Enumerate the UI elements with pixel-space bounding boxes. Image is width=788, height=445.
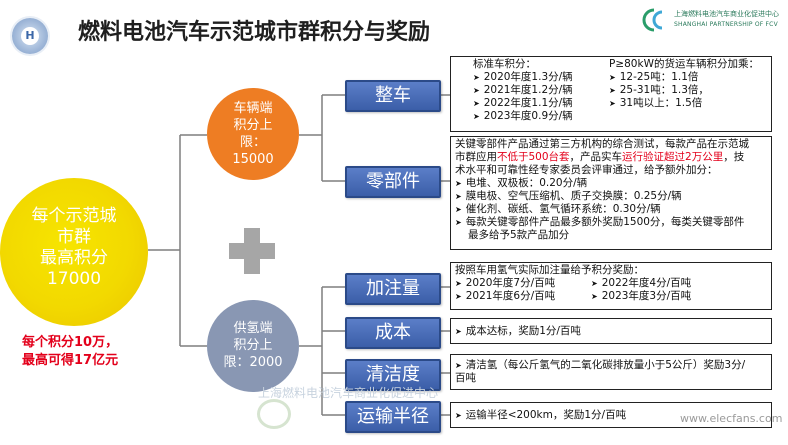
page-title: 燃料电池汽车示范城市群积分与奖励 <box>78 20 431 45</box>
vehicle-line-1: 车辆端 <box>233 101 273 116</box>
watermark-text: 上海燃料电池汽车商业化促进中心 <box>258 386 439 400</box>
vehicle-bracket <box>299 94 345 182</box>
total-line-1: 每个示范城 <box>31 206 117 226</box>
list-item: ➤31吨以上：1.5倍 <box>609 97 703 109</box>
bullet-icon: ➤ <box>591 279 598 288</box>
bullet-icon: ➤ <box>591 292 598 301</box>
vehicle-info-box: 标准车积分： ➤2020年度1.3分/辆 ➤2021年度1.2分/辆 ➤2022… <box>450 56 772 132</box>
reward-note-line-1: 每个积分10万， <box>22 335 119 350</box>
list-item: ➤膜电极、空气压缩机、质子交换膜：0.25分/辆 <box>455 190 682 202</box>
parts-para-2: 市群应用不低于500台套，产品实车运行验证超过2万公里，技 <box>455 151 745 163</box>
bullet-icon: ➤ <box>609 73 616 82</box>
refuel-right-column: ➤2022年度4分/百吨 ➤2023年度3分/百吨 <box>591 277 691 303</box>
bullet-icon: ➤ <box>455 179 462 188</box>
bullet-icon: ➤ <box>473 73 480 82</box>
bullet-icon: ➤ <box>455 218 462 227</box>
organization-logo: H <box>12 18 48 54</box>
list-item: ➤25-31吨：1.3倍， <box>609 84 709 96</box>
parts-para-1: 关键零部件产品通过第三方机构的综合测试，每款产品在示范城 <box>455 138 749 150</box>
bullet-icon: ➤ <box>455 361 462 370</box>
list-item: ➤2021年度1.2分/辆 <box>473 84 573 96</box>
parts-threshold-units: 不低于500台套 <box>497 151 570 163</box>
list-item: 最多给予5款产品加分 <box>468 229 570 241</box>
refuel-left-column: ➤2020年度7分/百吨 ➤2021年度6分/百吨 <box>455 277 555 303</box>
category-parts: 零部件 <box>345 166 441 198</box>
vehicle-line-3: 限： <box>239 135 266 150</box>
watermark-logo-icon <box>257 399 291 429</box>
total-points-circle: 每个示范城 市群 最高积分 17000 <box>0 178 148 326</box>
category-transport: 运输半径 <box>345 401 441 433</box>
bullet-icon: ➤ <box>609 99 616 108</box>
hydrogen-bracket <box>299 286 345 416</box>
list-item: ➤12-25吨：1.1倍 <box>609 71 699 83</box>
vehicle-points-circle: 车辆端 积分上 限： 15000 <box>207 88 299 180</box>
main-bracket <box>148 134 207 347</box>
parts-threshold-distance: 运行验证超过2万公里 <box>622 151 724 163</box>
category-vehicle: 整车 <box>345 80 441 112</box>
bullet-icon: ➤ <box>455 192 462 201</box>
clean-continuation: 百吨 <box>455 372 476 384</box>
bullet-icon: ➤ <box>455 292 462 301</box>
list-item: ➤2023年度3分/百吨 <box>591 290 692 302</box>
logo-letter: H <box>21 27 39 45</box>
vehicle-right-header: P≥80kW的货运车辆积分加乘： <box>609 58 759 70</box>
reward-note-line-2: 最高可得17亿元 <box>22 353 119 368</box>
bullet-icon: ➤ <box>455 279 462 288</box>
brand-logo: 上海燃料电池汽车商业化促进中心 SHANGHAI PARTNERSHIP OF … <box>640 6 780 34</box>
hydrogen-line-1: 供氢端 <box>233 321 273 336</box>
total-line-3: 最高积分 <box>40 248 108 268</box>
category-refuel: 加注量 <box>345 273 441 305</box>
bullet-icon: ➤ <box>609 86 616 95</box>
bullet-icon: ➤ <box>455 205 462 214</box>
hydrogen-line-2: 积分上 <box>233 338 273 353</box>
vehicle-line-2: 积分上 <box>233 118 273 133</box>
transport-info-box: ➤运输半径<200km，奖励1分/百吨 <box>450 402 772 428</box>
total-line-2: 市群 <box>57 227 91 247</box>
cost-info-box: ➤成本达标，奖励1分/百吨 <box>450 318 772 344</box>
parts-info-box: 关键零部件产品通过第三方机构的综合测试，每款产品在示范城 市群应用不低于500台… <box>450 136 772 250</box>
bullet-icon: ➤ <box>455 411 462 420</box>
brand-name-en: SHANGHAI PARTNERSHIP OF FCV <box>674 21 778 28</box>
vehicle-line-4: 15000 <box>232 152 274 167</box>
total-line-4: 17000 <box>46 269 102 289</box>
hydrogen-line-3: 限：2000 <box>223 355 283 370</box>
category-clean: 清洁度 <box>345 359 441 391</box>
hydrogen-points-circle: 供氢端 积分上 限：2000 <box>207 300 299 392</box>
source-watermark: www.elecfans.com <box>680 412 783 425</box>
category-connectors <box>437 94 450 416</box>
parts-para-3: 术水平和可靠性经专家委员会评审通过，给予额外加分： <box>455 164 718 176</box>
list-item: ➤清洁氢（每公斤氢气的二氧化碳排放量小于5公斤）奖励3分/ <box>455 359 746 371</box>
refuel-header: 按照车用氢气实际加注量给予积分奖励： <box>455 264 644 276</box>
vehicle-left-column: 标准车积分： ➤2020年度1.3分/辆 ➤2021年度1.2分/辆 ➤2022… <box>473 58 573 123</box>
list-item: ➤2022年度1.1分/辆 <box>473 97 573 109</box>
vehicle-left-header: 标准车积分： <box>473 58 536 70</box>
list-item: ➤电堆、双极板：0.20分/辆 <box>455 177 588 189</box>
vehicle-right-column: P≥80kW的货运车辆积分加乘： ➤12-25吨：1.1倍 ➤25-31吨：1.… <box>609 58 759 110</box>
bullet-icon: ➤ <box>455 327 462 336</box>
list-item: ➤2022年度4分/百吨 <box>591 277 692 289</box>
list-item: ➤催化剂、碳纸、氢气循环系统：0.30分/辆 <box>455 203 661 215</box>
bullet-icon: ➤ <box>473 112 480 121</box>
bullet-icon: ➤ <box>473 86 480 95</box>
list-item: ➤2023年度0.9分/辆 <box>473 110 573 122</box>
brand-mark-icon <box>642 8 663 32</box>
clean-info-box: ➤清洁氢（每公斤氢气的二氧化碳排放量小于5公斤）奖励3分/ 百吨 <box>450 354 772 390</box>
reward-note: 每个积分10万， 最高可得17亿元 <box>22 334 118 370</box>
list-item: ➤2021年度6分/百吨 <box>455 290 556 302</box>
plus-icon <box>229 243 275 259</box>
brand-name-cn: 上海燃料电池汽车商业化促进中心 <box>674 10 779 18</box>
list-item: ➤2020年度7分/百吨 <box>455 277 556 289</box>
cost-item: 成本达标，奖励1分/百吨 <box>465 325 581 337</box>
list-item: ➤2020年度1.3分/辆 <box>473 71 573 83</box>
category-cost: 成本 <box>345 317 441 349</box>
bullet-icon: ➤ <box>473 99 480 108</box>
transport-item: 运输半径<200km，奖励1分/百吨 <box>465 409 627 421</box>
refuel-info-box: 按照车用氢气实际加注量给予积分奖励： ➤2020年度7分/百吨 ➤2021年度6… <box>450 262 772 310</box>
list-item: ➤每款关键零部件产品最多额外奖励1500分，每类关键零部件 <box>455 216 745 228</box>
